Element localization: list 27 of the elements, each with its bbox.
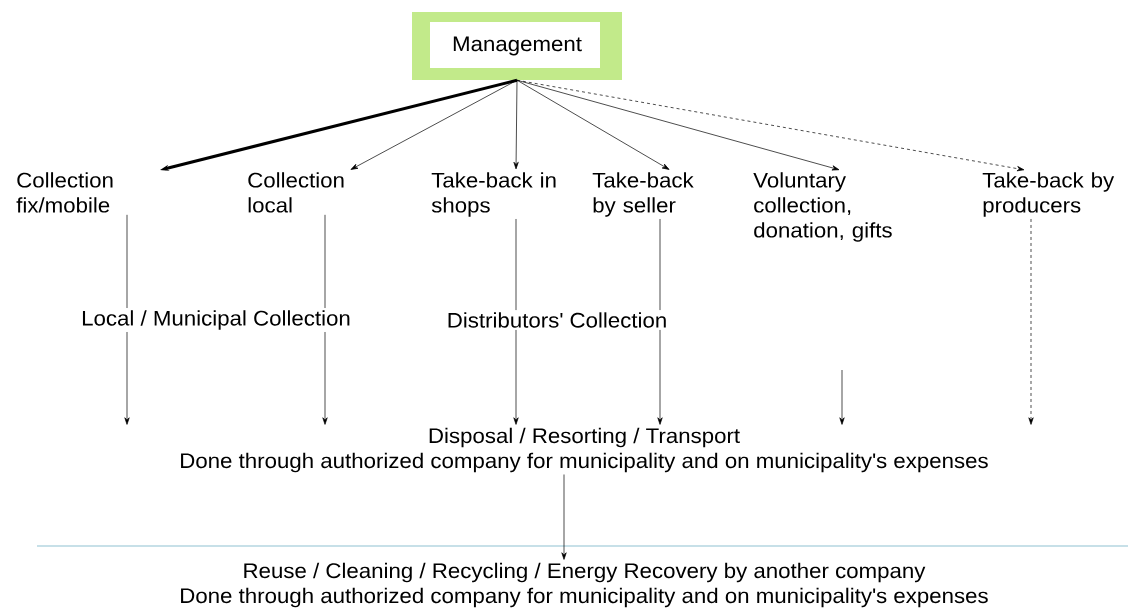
connector-line <box>515 218 517 311</box>
arrow <box>513 79 519 170</box>
category-text: Collection fix/mobile <box>16 172 113 213</box>
category-text: Take-back by seller <box>592 172 694 217</box>
stage-text: Disposal / Resorting / Transport Done through authorized company for municipality and on municipality's expenses <box>181 427 988 473</box>
arrow <box>322 331 328 425</box>
arrow <box>657 329 663 425</box>
group-label: Distributors' Collection <box>448 312 666 328</box>
connector-line <box>126 214 128 309</box>
arrow <box>124 331 130 425</box>
arrow <box>513 329 519 425</box>
category-text: Take-back by producers <box>982 172 1115 217</box>
arrow <box>516 79 840 171</box>
stage-text: Reuse / Cleaning / Recycling / Energy Recovery by another company Done through authorized company for municipality and on municipality's expenses <box>181 562 988 608</box>
connector-line <box>324 214 326 309</box>
management-box: Management <box>412 12 622 80</box>
arrow <box>839 369 845 425</box>
arrow <box>516 79 670 170</box>
arrow <box>1028 218 1034 425</box>
category-text: Collection local <box>248 172 344 213</box>
group-label: Local / Municipal Collection <box>82 310 350 330</box>
category-text: Voluntary collection, donation, gifts <box>753 172 892 242</box>
arrow <box>516 79 1025 172</box>
arrow <box>561 474 567 560</box>
arrow <box>350 79 518 170</box>
connector-line <box>659 218 661 311</box>
category-text: Take-back in shops <box>431 172 556 217</box>
